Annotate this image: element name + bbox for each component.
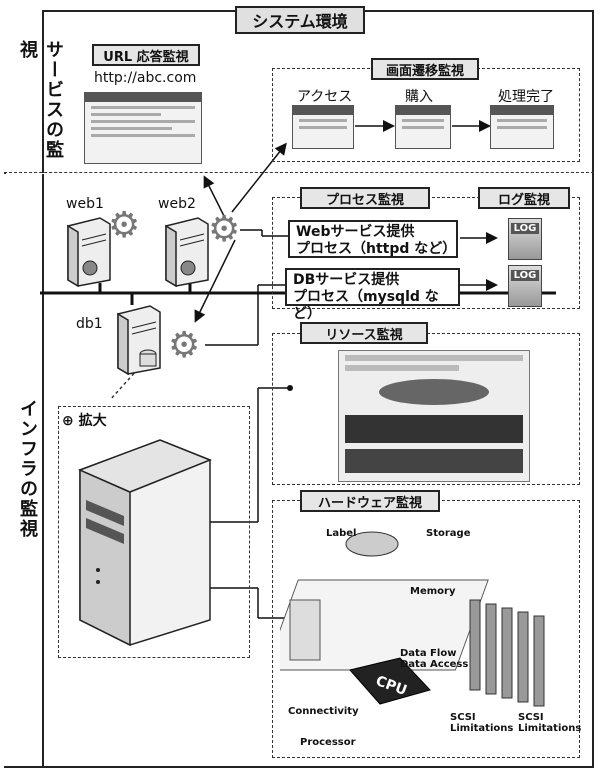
step-access: アクセス	[297, 89, 353, 105]
web2-label: web2	[158, 196, 196, 212]
zoom-icon: ⊕	[62, 413, 74, 429]
web1-gear-icon: ⚙	[108, 205, 141, 246]
resource-monitor-label: リソース監視	[300, 322, 428, 344]
web1-label: web1	[66, 196, 104, 212]
zoom-label: ⊕ 拡大	[62, 413, 107, 429]
step-complete: 処理完了	[498, 89, 554, 105]
process-monitor-label: プロセス監視	[300, 187, 430, 209]
db1-label: db1	[76, 316, 103, 332]
web2-server-icon	[165, 217, 209, 287]
url-text: http://abc.com	[94, 70, 197, 86]
resource-screenshot	[338, 350, 530, 482]
page-title: システム環境	[235, 6, 365, 34]
hw-label-storage: Storage	[426, 528, 471, 539]
log-monitor-label: ログ監視	[478, 187, 570, 209]
transition-monitor-label: 画面遷移監視	[371, 58, 479, 80]
hardware-illustration: CPU	[280, 531, 545, 707]
step-access-screenshot	[292, 105, 354, 149]
website-screenshot	[84, 92, 202, 164]
hardware-monitor-label: ハードウェア監視	[300, 490, 440, 512]
hw-label-label: Label	[326, 528, 357, 539]
db-process-box: DBサービス提供 プロセス（mysqld など）	[285, 268, 460, 322]
server-enlarged-icon	[78, 439, 213, 647]
step-purchase: 購入	[405, 89, 433, 105]
hw-label-connectivity: Connectivity	[288, 706, 359, 717]
infra-label: インフラの監視	[17, 399, 38, 539]
hw-label-memory: Memory	[410, 586, 456, 597]
infra-section-label: インフラの監視	[4, 174, 44, 768]
hw-label-processor: Processor	[300, 737, 356, 748]
web1-server-icon	[67, 217, 111, 287]
hw-label-data-flow: Data Flow	[400, 648, 457, 659]
service-section-label: サービスの監視	[4, 10, 64, 173]
web2-gear-icon: ⚙	[208, 209, 241, 250]
hw-label-scsi-2: SCSI Limitations	[518, 712, 582, 734]
db1-gear-icon: ⚙	[168, 325, 201, 366]
hw-label-data-access: Data Access	[400, 659, 469, 670]
url-monitor-label: URL 応答監視	[92, 44, 200, 66]
web-process-box: Webサービス提供 プロセス（httpd など）	[288, 220, 458, 258]
hw-label-scsi-1: SCSI Limitations	[450, 712, 514, 734]
zoom-box	[58, 406, 250, 658]
step-complete-screenshot	[490, 105, 554, 149]
service-label: サービスの監視	[17, 40, 64, 160]
log-file-icon: LOG	[508, 218, 542, 260]
db1-server-icon	[117, 305, 161, 375]
step-purchase-screenshot	[395, 105, 451, 149]
log-file-icon-2: LOG	[508, 265, 542, 307]
section-divider	[4, 172, 594, 173]
